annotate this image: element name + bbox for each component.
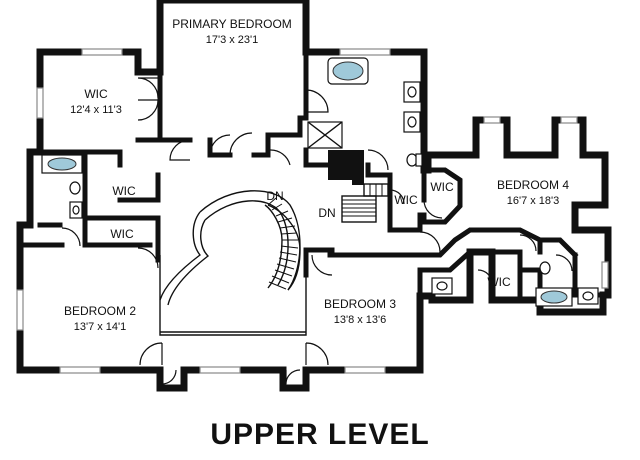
back-staircase — [341, 183, 389, 223]
primary-bedroom-dims: 17'3 x 23'1 — [206, 34, 259, 46]
primary-bedroom-label: PRIMARY BEDROOM — [172, 17, 292, 31]
windows — [16, 48, 609, 374]
level-title: UPPER LEVEL — [210, 418, 430, 451]
doors — [61, 77, 573, 385]
wic-bed4-label: WIC — [430, 180, 454, 194]
wic-left-1-label: WIC — [112, 184, 136, 198]
bedroom-4-label: BEDROOM 4 — [497, 178, 569, 192]
main-stair-dn-label: DN — [266, 189, 283, 203]
main-staircase — [159, 190, 301, 306]
bedroom-4-dims: 16'7 x 18'3 — [507, 195, 560, 207]
bedroom-3-label: BEDROOM 3 — [324, 297, 396, 311]
landing-rail — [159, 255, 307, 336]
wall-block — [352, 175, 364, 185]
room-labels: PRIMARY BEDROOM 17'3 x 23'1 WIC 12'4 x 1… — [64, 17, 569, 333]
interior-walls — [17, 49, 606, 303]
bedroom-2-dims: 13'7 x 14'1 — [74, 321, 127, 333]
wic-left-2-label: WIC — [110, 227, 134, 241]
fixtures — [41, 57, 599, 307]
back-stair-dn-label: DN — [318, 206, 335, 220]
bedroom-2-label: BEDROOM 2 — [64, 304, 136, 318]
wic-main-dims: 12'4 x 11'3 — [70, 104, 122, 116]
wic-center-label: WIC — [394, 193, 418, 207]
wic-bath-label: WIC — [487, 275, 511, 289]
wic-main-label: WIC — [84, 87, 108, 101]
bedroom-3-dims: 13'8 x 13'6 — [334, 314, 387, 326]
